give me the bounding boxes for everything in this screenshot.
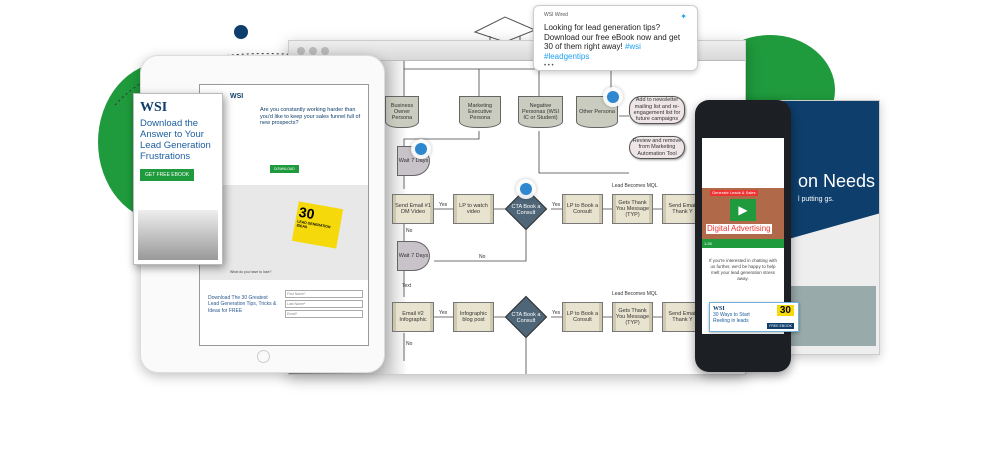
twitter-bird-icon: ✦ [680,12,687,21]
video-controls[interactable]: 1:28 [702,239,784,248]
tweet-text: Looking for lead generation tips? Downlo… [544,23,681,52]
yes-label: Yes [439,310,448,316]
yes-label: Yes [552,202,561,208]
wait-step[interactable]: Wait 7 Days [397,241,430,271]
mql-label: Lead Becomes MQL [612,183,658,189]
book-consult-step[interactable]: LP to Book a Consult [562,194,603,224]
no-label: No [479,254,486,260]
video-tag: Generate Leads & Sales [710,190,758,196]
phone-text: If you're interested in chatting with us… [709,258,777,281]
hotspot-marker[interactable] [607,91,619,103]
wsi-logo: WSI [713,306,725,312]
play-icon[interactable]: ▶ [730,199,756,221]
text-label: Text [402,283,412,289]
video-player[interactable]: Generate Leads & Sales ▶ Digital Adverti… [702,188,784,248]
email-step[interactable]: Send Email #1 DM Video [392,194,434,224]
banner-ad[interactable]: WSI Download the Answer to Your Lead Gen… [133,93,223,265]
book-consult-step[interactable]: LP to Book a Consult [562,302,603,332]
window-dot[interactable] [309,47,317,55]
banner-photo [138,210,218,260]
tablet-logo: WSI [230,93,244,100]
tweet-actions-icon[interactable]: • • • [544,63,554,70]
get-ebook-button[interactable]: GET FREE EBOOK [140,168,195,181]
no-label: No [406,228,413,234]
landing-page-step[interactable]: LP to watch video [453,194,494,224]
ad-text: 30 Ways to Start Reeling in leads [713,312,750,324]
yes-label: Yes [439,202,448,208]
window-dot[interactable] [321,47,329,55]
yes-label: Yes [552,310,561,316]
hero-subtext: l putting gs. [798,196,834,203]
no-label: No [406,341,413,347]
cta-label: CTA Book a Consult [511,204,541,217]
blog-post-step[interactable]: Infographic blog post [453,302,494,332]
form-title: Download The 30 Greatest Lead Generation… [208,295,277,314]
persona-business-owner[interactable]: Business Owner Persona [385,96,419,128]
email-input[interactable]: Email* [285,310,363,318]
persona-marketing-executive[interactable]: Marketing Executive Persona [459,96,501,128]
video-title: Digital Advertising [706,224,772,234]
phone-screen: Generate Leads & Sales ▶ Digital Adverti… [702,138,784,334]
tablet-screen: WSI Are you constantly working harder th… [199,84,369,346]
tweet-account: WSI Wired [544,12,568,18]
phone-ad-banner[interactable]: WSI 30 Ways to Start Reeling in leads 30… [709,302,799,332]
window-dot[interactable] [297,47,305,55]
last-name-input[interactable]: Last Name* [285,300,363,308]
first-name-input[interactable]: First Name* [285,290,363,298]
email-step[interactable]: Email #2 Infographic [392,302,434,332]
hero-photo [786,286,876,346]
persona-negative[interactable]: Negative Personas (WSI IC or Student) [518,96,563,128]
thank-you-step[interactable]: Gets Thank You Message (TYP) [612,302,653,332]
download-button[interactable]: DOWNLOAD [270,165,299,173]
tablet-headline: Are you constantly working harder than y… [260,107,361,127]
tweet-card[interactable]: WSI Wired ✦ Looking for lead generation … [533,5,698,71]
ad-ebook-badge: 30 [776,305,794,316]
tweet-hashtags[interactable]: #wsi #leadgentips [544,42,641,61]
remove-action[interactable]: Review and remove from Marketing Automat… [629,136,685,159]
banner-headline: Download the Answer to Your Lead Generat… [140,118,211,162]
mql-label: Lead Becomes MQL [612,291,658,297]
hotspot-marker[interactable] [520,183,532,195]
hotspot-marker[interactable] [415,143,427,155]
hero-heading: on Needs [798,171,876,191]
thank-you-step[interactable]: Gets Thank You Message (TYP) [612,194,653,224]
question-text: What do you have to lose? [230,270,272,274]
home-button[interactable] [257,350,270,363]
wsi-logo: WSI [140,100,168,115]
navy-dot [234,25,248,39]
ad-ebook-button[interactable]: FREE EBOOK [767,323,794,329]
cta-label: CTA Book a Consult [511,312,541,325]
newsletter-action[interactable]: Add to newsletter mailing list and re-en… [629,96,685,124]
flow-connectors [403,61,662,374]
